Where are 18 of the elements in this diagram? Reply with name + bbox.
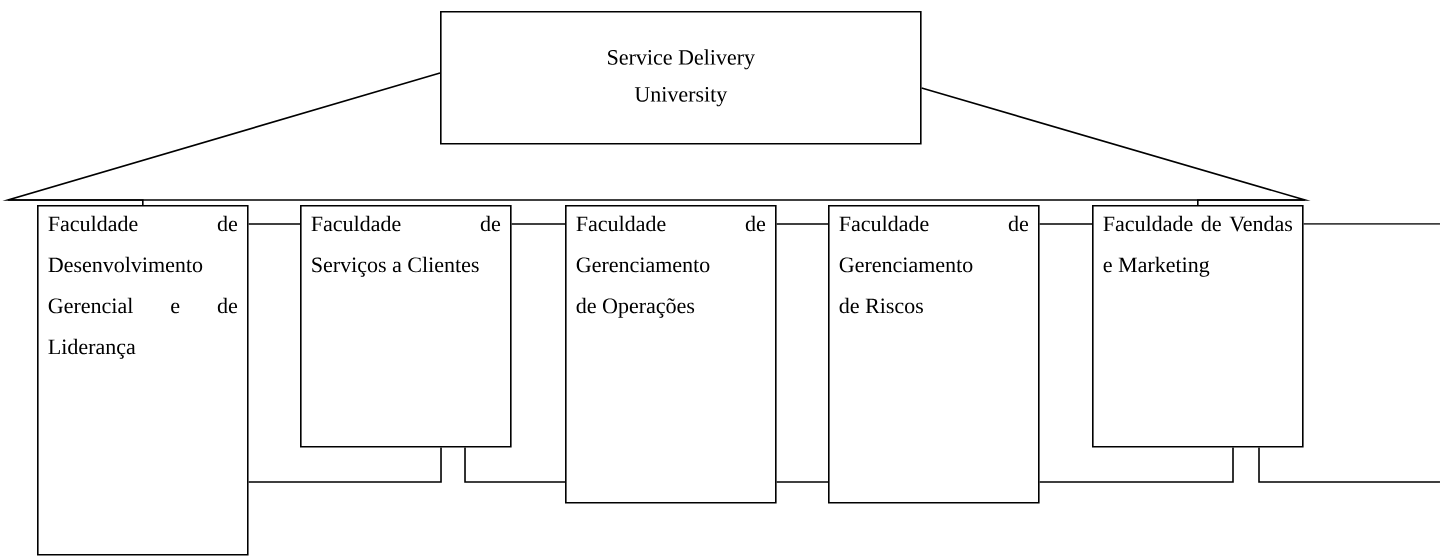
connector-line bbox=[1302, 223, 1440, 225]
connector-line bbox=[510, 223, 566, 225]
connector-line bbox=[2, 72, 441, 206]
connector-line bbox=[464, 446, 566, 483]
connector-line bbox=[775, 481, 829, 483]
faculty-box: Faculdade de Serviços a Clientes bbox=[300, 205, 512, 448]
connector-line bbox=[1258, 446, 1440, 483]
connector-line bbox=[247, 446, 442, 483]
connector-line bbox=[775, 223, 829, 225]
faculty-box: Faculdade de Gerenciamento de Riscos bbox=[828, 205, 1040, 504]
connector-line bbox=[1038, 223, 1093, 225]
title-box: Service Delivery University bbox=[440, 11, 922, 145]
faculty-box: Faculdade de Vendas e Marketing bbox=[1092, 205, 1304, 448]
faculty-box: Faculdade de Gerenciamento de Operações bbox=[565, 205, 777, 504]
connector-line bbox=[920, 87, 1311, 206]
faculty-box: Faculdade de Desenvolvimento Gerencial e de Liderança bbox=[37, 205, 249, 556]
connector-line bbox=[247, 223, 301, 225]
connector-line bbox=[1038, 446, 1234, 483]
